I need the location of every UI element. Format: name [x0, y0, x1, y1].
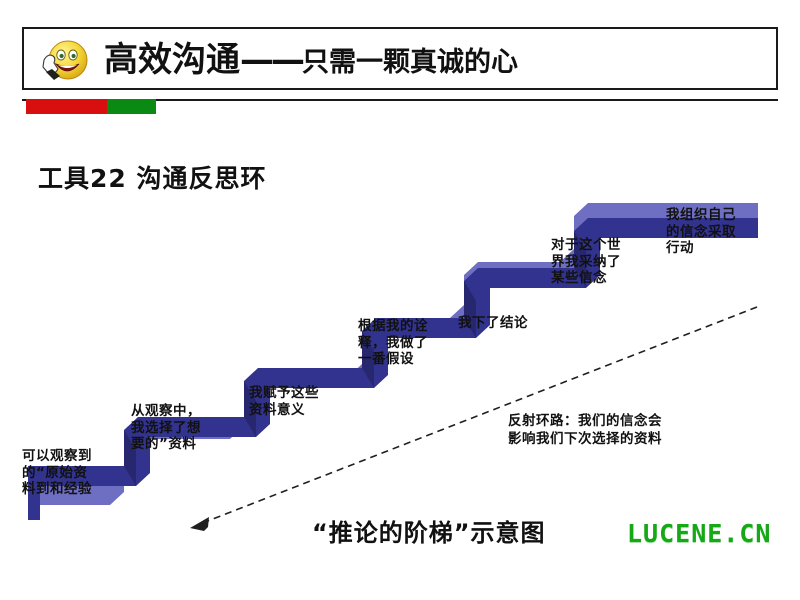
staircase-ribbon	[28, 203, 758, 520]
staircase-riser-shade-4	[464, 281, 476, 338]
step-label-5: 我下了结论	[458, 315, 528, 331]
staircase-riser-shade-2	[244, 381, 256, 437]
page-title-sub: 只需一颗真诚的心	[302, 47, 518, 78]
smiley-face-icon	[38, 36, 90, 86]
accent-bar-green-segment	[107, 99, 156, 114]
staircase-ribbon-front-face	[28, 218, 758, 520]
page-title-dash: ——	[240, 40, 305, 80]
staircase-riser-shade-5	[574, 231, 586, 288]
accent-bar-red-segment	[26, 99, 107, 114]
step-label-2: 从观察中， 我选择了想 要的”资料	[131, 403, 201, 452]
step-label-7: 我组织自己 的信念采取 行动	[666, 207, 736, 256]
staircase-riser-shade-1	[124, 430, 136, 486]
section-subtitle: 工具22 沟通反思环	[38, 164, 267, 193]
reflexive-loop-dashed-line	[199, 306, 758, 525]
staircase-riser-shade-3	[362, 331, 374, 388]
page-title-main: 高效沟通	[104, 40, 240, 80]
step-label-4: 根据我的诠 释，我做了 一番假设	[358, 318, 428, 367]
reflexive-loop-arrowhead	[190, 517, 209, 531]
page-title: 高效沟通——只需一颗真诚的心	[104, 36, 518, 84]
accent-bar	[26, 99, 156, 114]
diagram-caption: “推论的阶梯”示意图	[312, 519, 546, 547]
lucene-cn-watermark: LUCENE.CN	[627, 519, 772, 548]
header-divider-rule	[22, 99, 778, 101]
staircase-start-block	[28, 466, 40, 520]
header-band	[22, 27, 778, 90]
step-label-6: 对于这个世 界我采纳了 某些信念	[551, 237, 621, 286]
reflexive-loop-note: 反射环路：我们的信念会 影响我们下次选择的资料	[508, 413, 662, 447]
step-label-3: 我赋予这些 资料意义	[249, 385, 319, 418]
step-label-1: 可以观察到 的“原始资 料到和经验	[22, 448, 92, 497]
reflexive-loop-arrow	[190, 306, 758, 531]
